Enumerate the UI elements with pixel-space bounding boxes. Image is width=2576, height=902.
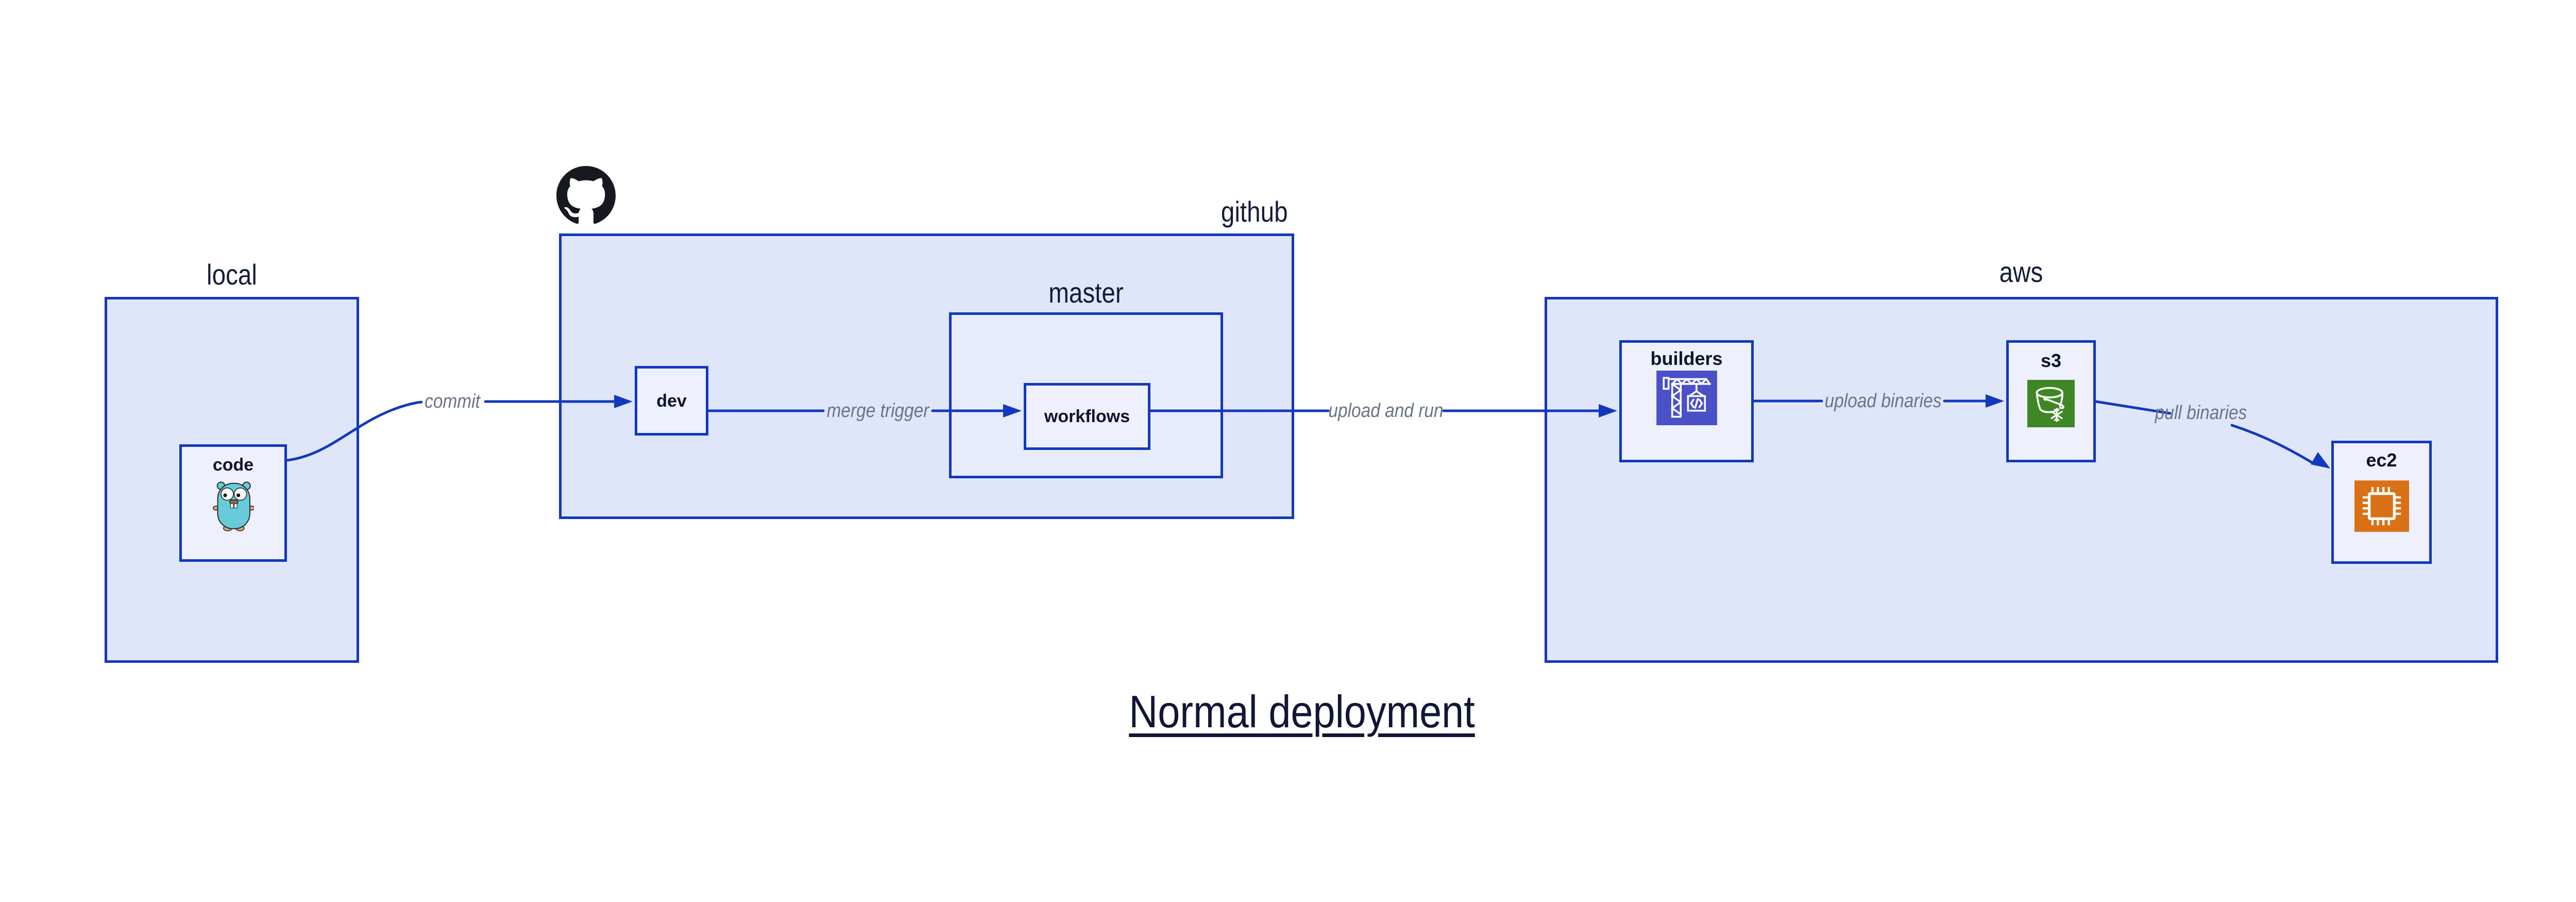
aws-container-label: aws [1999, 256, 2043, 288]
code-node-label: code [212, 455, 254, 475]
ec2-node: ec2 [2331, 441, 2432, 564]
go-gopher-icon [212, 478, 255, 533]
dev-node-label: dev [656, 391, 687, 411]
builders-node: builders [1619, 340, 1754, 462]
workflows-node-label: workflows [1044, 407, 1130, 426]
code-node: code [179, 444, 287, 562]
pull-binaries-edge-label: pull binaries [2155, 402, 2247, 424]
github-octocat-icon [556, 166, 616, 225]
s3-node: s3 [2006, 340, 2096, 462]
bucket-snowflake-icon [2027, 380, 2075, 427]
github-container-label: github [1221, 195, 1288, 228]
upload-binaries-edge-label: upload binaries [1824, 390, 1942, 412]
workflows-node: workflows [1024, 383, 1150, 450]
local-container-label: local [207, 258, 257, 291]
master-container-label: master [1048, 276, 1124, 309]
merge-trigger-edge-label: merge trigger [826, 400, 929, 422]
commit-edge-label: commit [425, 391, 480, 412]
crane-icon [1656, 371, 1717, 425]
cpu-chip-icon [2354, 480, 2409, 532]
ec2-node-label: ec2 [2366, 449, 2397, 471]
upload-and-run-edge-label: upload and run [1328, 400, 1444, 422]
builders-node-label: builders [1650, 348, 1723, 369]
diagram-title: Normal deployment [1129, 686, 1475, 737]
s3-node-label: s3 [2040, 350, 2062, 371]
dev-branch-node: dev [635, 366, 708, 436]
